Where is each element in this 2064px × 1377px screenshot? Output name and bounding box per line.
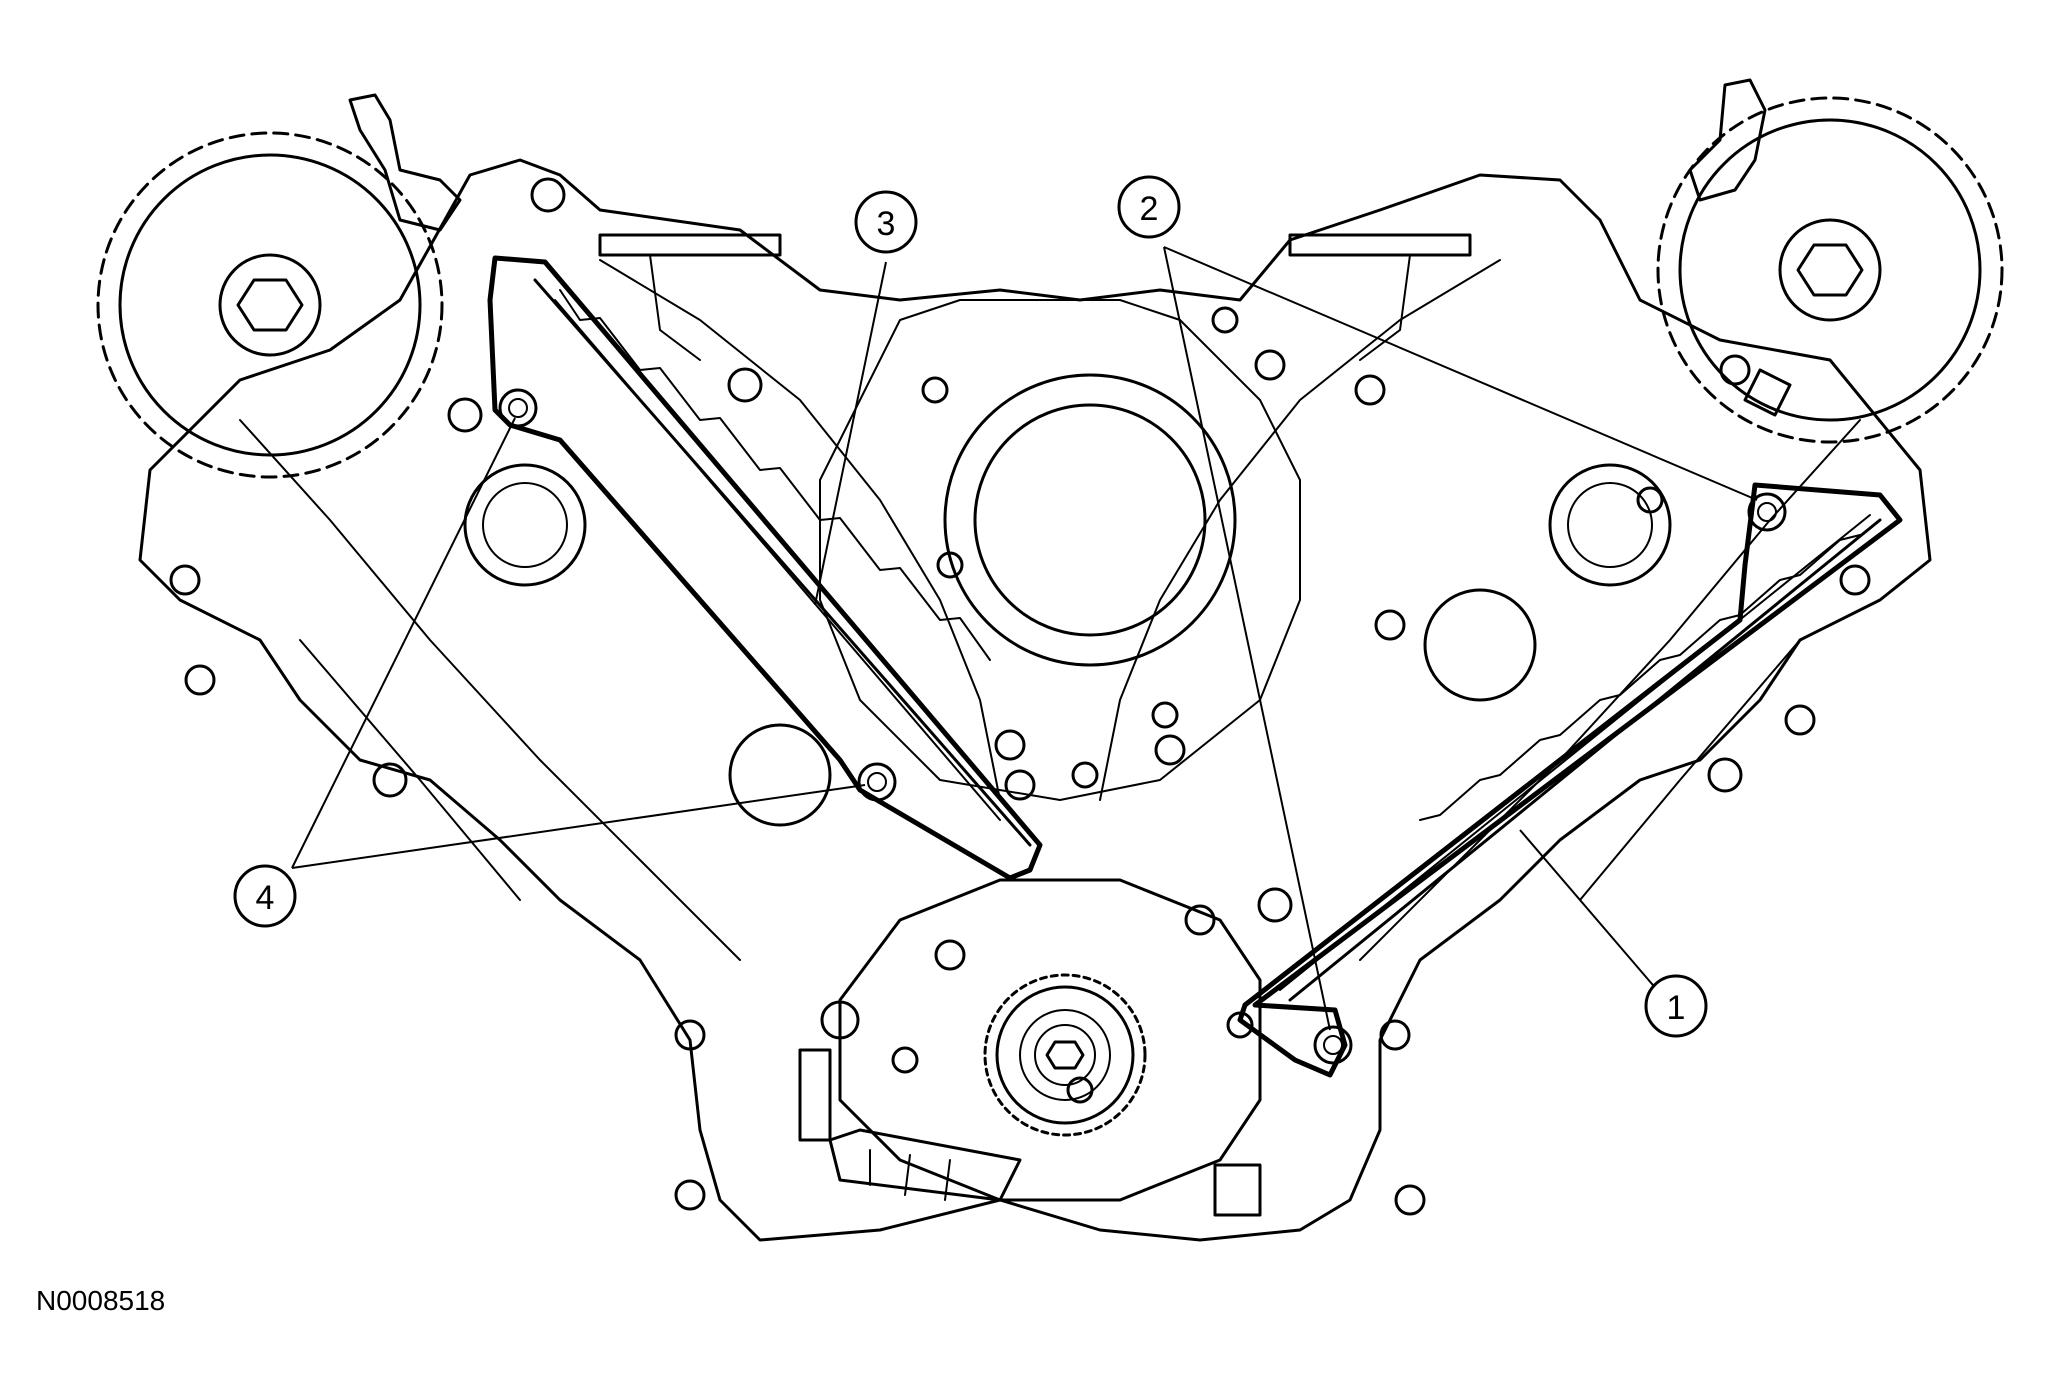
left-guide-bolt-upper xyxy=(498,388,538,428)
callout-3-label: 3 xyxy=(877,205,896,243)
figure-id-label: N0008518 xyxy=(36,1285,165,1316)
callout-2-label: 2 xyxy=(1140,190,1159,228)
callout-1: 1 xyxy=(1644,974,1708,1038)
callout-4-label: 4 xyxy=(256,879,275,917)
crankshaft-sprocket xyxy=(983,973,1147,1137)
leader-1 xyxy=(1519,829,1671,1006)
leader-lines xyxy=(291,246,1758,1031)
right-arm-bolt-lower xyxy=(1313,1025,1353,1065)
leader-2a xyxy=(1163,246,1758,501)
engine-block xyxy=(138,158,1932,1242)
block-bolt-holes xyxy=(169,177,1871,1216)
left-timing-chain-guide xyxy=(487,255,1043,881)
callout-4: 4 xyxy=(233,864,297,928)
callout-1-label: 1 xyxy=(1667,989,1686,1027)
right-arm-bolt-upper xyxy=(1747,492,1787,532)
right-camshaft-sprocket xyxy=(1656,96,2004,444)
leader-3 xyxy=(814,261,887,606)
right-timing-chain-tensioner-arm xyxy=(1237,482,1903,1078)
leader-4a xyxy=(291,417,516,869)
leader-4b xyxy=(291,784,866,869)
callout-2: 2 xyxy=(1117,175,1181,239)
left-camshaft-sprocket xyxy=(96,131,444,479)
callout-3: 3 xyxy=(854,190,918,254)
leader-2b xyxy=(1163,246,1331,1031)
left-guide-bolt-lower xyxy=(857,762,897,802)
